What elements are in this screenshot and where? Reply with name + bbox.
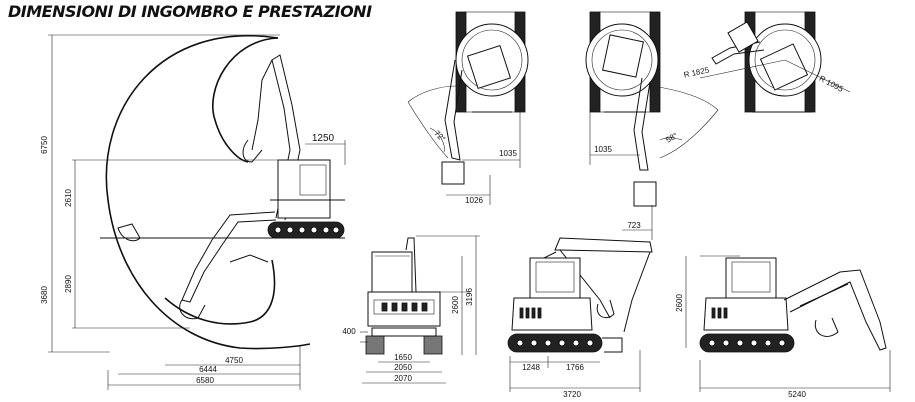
dim-3720: 3720	[563, 390, 581, 399]
dim-6444: 6444	[199, 365, 217, 374]
radius-1825: R 1825	[683, 65, 711, 79]
dim-1250: 1250	[312, 133, 335, 144]
dim-1248: 1248	[522, 363, 540, 372]
dim-2600-front: 2600	[451, 296, 460, 314]
dim-4750: 4750	[225, 356, 243, 365]
dim-2600-rear: 2600	[675, 294, 684, 312]
dim-1026: 1026	[465, 196, 483, 205]
side-view-working-range	[48, 34, 346, 390]
dim-3196: 3196	[465, 288, 474, 306]
dim-2070: 2070	[394, 374, 412, 383]
dim-400: 400	[342, 327, 356, 336]
dim-5240: 5240	[788, 390, 806, 399]
radius-1095: R 1095	[818, 74, 845, 94]
dim-2890: 2890	[64, 275, 73, 293]
dim-1650: 1650	[394, 353, 412, 362]
dim-723: 723	[627, 221, 641, 230]
dim-6580: 6580	[196, 376, 214, 385]
top-view-swing-left	[407, 11, 529, 205]
top-view-swing-right	[585, 11, 719, 240]
dim-1035-right: 1035	[594, 145, 612, 154]
extended-arm-view	[685, 255, 891, 392]
dim-1766: 1766	[566, 363, 584, 372]
front-view	[360, 235, 480, 384]
top-view-tail-radius	[699, 11, 851, 113]
dim-1035-left: 1035	[499, 149, 517, 158]
transport-view	[507, 237, 653, 392]
dim-6750: 6750	[40, 136, 49, 154]
dim-3680: 3680	[40, 286, 49, 304]
angle-58: 58°	[664, 131, 679, 145]
dim-2610: 2610	[64, 189, 73, 207]
page-title: DIMENSIONI DI INGOMBRO E PRESTAZIONI	[8, 2, 372, 21]
dim-2050: 2050	[394, 363, 412, 372]
